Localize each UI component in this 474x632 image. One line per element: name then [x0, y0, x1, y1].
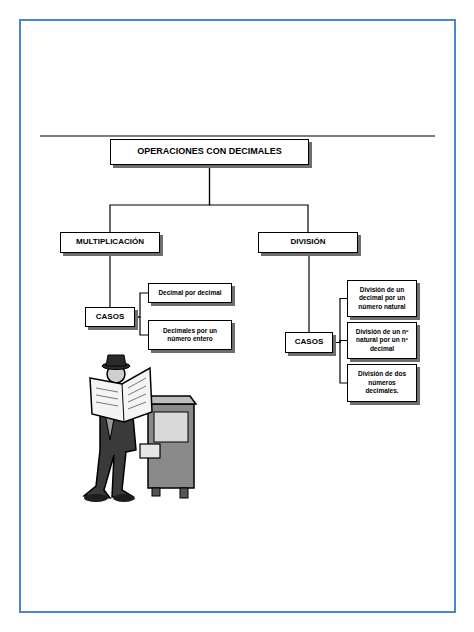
cabinet-leg	[180, 488, 188, 498]
root-box: OPERACIONES CON DECIMALES	[110, 139, 309, 165]
connector-line	[109, 253, 110, 307]
cases-box: CASOS	[85, 307, 135, 327]
page-frame	[20, 20, 455, 612]
cabinet-top	[146, 396, 196, 404]
case-box: División de dos números decimales.	[347, 364, 417, 402]
cabinet-leg	[152, 488, 160, 496]
cabinet-panel	[154, 412, 188, 442]
node-label: CASOS	[295, 337, 323, 347]
header-rule	[40, 135, 435, 136]
newspaper-columns	[96, 378, 146, 409]
cabinet-shelf	[140, 444, 160, 458]
connector-line	[135, 293, 148, 317]
node-label: Decimal por decimal	[158, 289, 221, 297]
newspaper	[90, 368, 152, 422]
connector-line	[333, 343, 347, 384]
newspaper-fold	[122, 384, 124, 422]
man-hat-crown	[106, 355, 126, 366]
operation-box: DIVISIÓN	[258, 232, 358, 253]
node-label: MULTIPLICACIÓN	[76, 237, 144, 247]
connector-line	[110, 165, 210, 232]
connector-line	[308, 253, 309, 332]
node-label: División de un nº natural por un nº deci…	[351, 328, 413, 353]
man-shoe	[113, 494, 135, 502]
case-box: Decimal por decimal	[148, 283, 232, 303]
case-box: División de un nº natural por un nº deci…	[347, 322, 417, 359]
node-label: OPERACIONES CON DECIMALES	[137, 146, 282, 158]
man-reading-illustration	[84, 355, 196, 502]
node-label: DIVISIÓN	[290, 237, 325, 247]
node-label: División de dos números decimales.	[351, 370, 413, 395]
case-box: División de un decimal por un número nat…	[347, 280, 417, 317]
node-label: División de un decimal por un número nat…	[351, 286, 413, 311]
connector-line	[135, 317, 148, 335]
case-box: Decimales por un número entero	[148, 320, 232, 350]
node-label: Decimales por un número entero	[152, 327, 228, 344]
man-shoe	[84, 494, 108, 502]
connector-line	[333, 299, 347, 343]
node-label: CASOS	[96, 312, 124, 322]
cases-box: CASOS	[285, 332, 333, 353]
connector-line	[210, 165, 309, 232]
operation-box: MULTIPLICACIÓN	[60, 232, 160, 253]
